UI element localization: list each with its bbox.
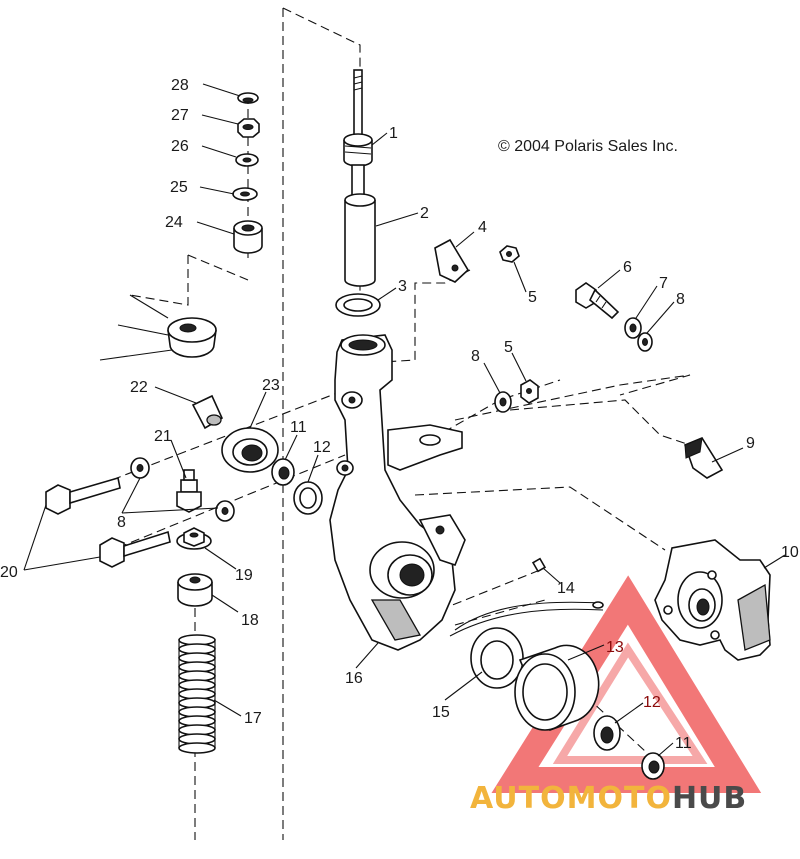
callout-6: 6 (623, 259, 632, 276)
callout-2: 2 (420, 205, 429, 222)
part-8-washer-left-1 (130, 457, 150, 479)
callout-12-left: 12 (313, 439, 331, 456)
svg-text:AUTOMOTOHUB: AUTOMOTOHUB (470, 781, 747, 816)
part-5-nut-upper (499, 245, 520, 263)
part-15-seal (470, 627, 524, 689)
callout-25: 25 (170, 179, 188, 196)
callout-19: 19 (235, 567, 253, 584)
part-13-hub (514, 644, 600, 732)
part-1-shock-rod (343, 69, 373, 196)
callout-24: 24 (165, 214, 183, 231)
part-5-nut-mid (520, 379, 539, 404)
callout-10: 10 (781, 544, 799, 561)
callout-23: 23 (262, 377, 280, 394)
part-21-grease-fitting (176, 469, 202, 513)
part-4-bracket (434, 238, 470, 283)
part-2-shock-body (344, 193, 376, 287)
part-20-bolt-lower (99, 530, 171, 568)
part-27-nut (237, 118, 260, 138)
part-19-flange-nut (176, 527, 212, 550)
callout-26: 26 (171, 138, 189, 155)
spring-outline (178, 640, 216, 748)
part-12-race-right (593, 715, 621, 751)
part-8-washer-left-2 (215, 500, 235, 522)
callout-13: 13 (606, 639, 624, 656)
part-12-race-left (293, 481, 323, 515)
callout-9: 9 (746, 435, 755, 452)
mount-bushing (99, 294, 217, 361)
part-28-nut-cap (237, 92, 259, 104)
callout-11-right: 11 (675, 735, 692, 752)
callout-3: 3 (398, 278, 407, 295)
callout-27: 27 (171, 107, 189, 124)
callout-20: 20 (0, 564, 18, 581)
part-20-bolt-upper (45, 476, 121, 515)
callout-18: 18 (241, 612, 259, 629)
part-10-caliper (654, 539, 771, 661)
part-7-washer (624, 317, 642, 339)
part-9-block (683, 437, 724, 479)
callout-16: 16 (345, 670, 363, 687)
callout-8-mid: 8 (471, 348, 480, 365)
callout-11-left: 11 (290, 419, 307, 436)
spring-coil (178, 742, 216, 754)
part-22-fitting (191, 394, 224, 430)
part-26-washer (235, 153, 259, 167)
callout-28: 28 (171, 77, 189, 94)
callout-leaders (23, 83, 786, 757)
watermark-logo: AUTOMOTOHUB (470, 781, 747, 816)
part-16-spindle (329, 334, 466, 651)
callout-12-right: 12 (643, 694, 661, 711)
part-6-bolt (575, 282, 620, 320)
part-18-bushing (177, 573, 213, 607)
callout-17: 17 (244, 710, 262, 727)
part-8-washer-right (637, 332, 653, 352)
callout-14: 14 (557, 580, 575, 597)
part-17-spring (178, 634, 216, 754)
part-11-bearing-right (641, 752, 665, 780)
part-23-seal (221, 427, 279, 473)
part-24-bushing (233, 220, 263, 254)
callout-5-upper: 5 (528, 289, 537, 306)
callout-1: 1 (389, 125, 398, 142)
callout-5-mid: 5 (504, 339, 513, 356)
part-3-seal-ring (335, 293, 381, 317)
callout-21: 21 (154, 428, 172, 445)
callout-15: 15 (432, 704, 450, 721)
part-14-sensor (449, 557, 604, 637)
callout-22: 22 (130, 379, 148, 396)
part-11-bearing-left (271, 458, 295, 486)
callout-7: 7 (659, 275, 668, 292)
callout-8-left: 8 (117, 514, 126, 531)
callout-8-right: 8 (676, 291, 685, 308)
part-25-washer (232, 187, 258, 201)
callout-labels: 28 27 26 25 24 1 2 3 4 5 6 7 8 8 5 9 10 … (0, 77, 799, 752)
copyright-notice: © 2004 Polaris Sales Inc. (498, 138, 678, 155)
callout-4: 4 (478, 219, 487, 236)
part-8-washer-mid (494, 391, 512, 413)
